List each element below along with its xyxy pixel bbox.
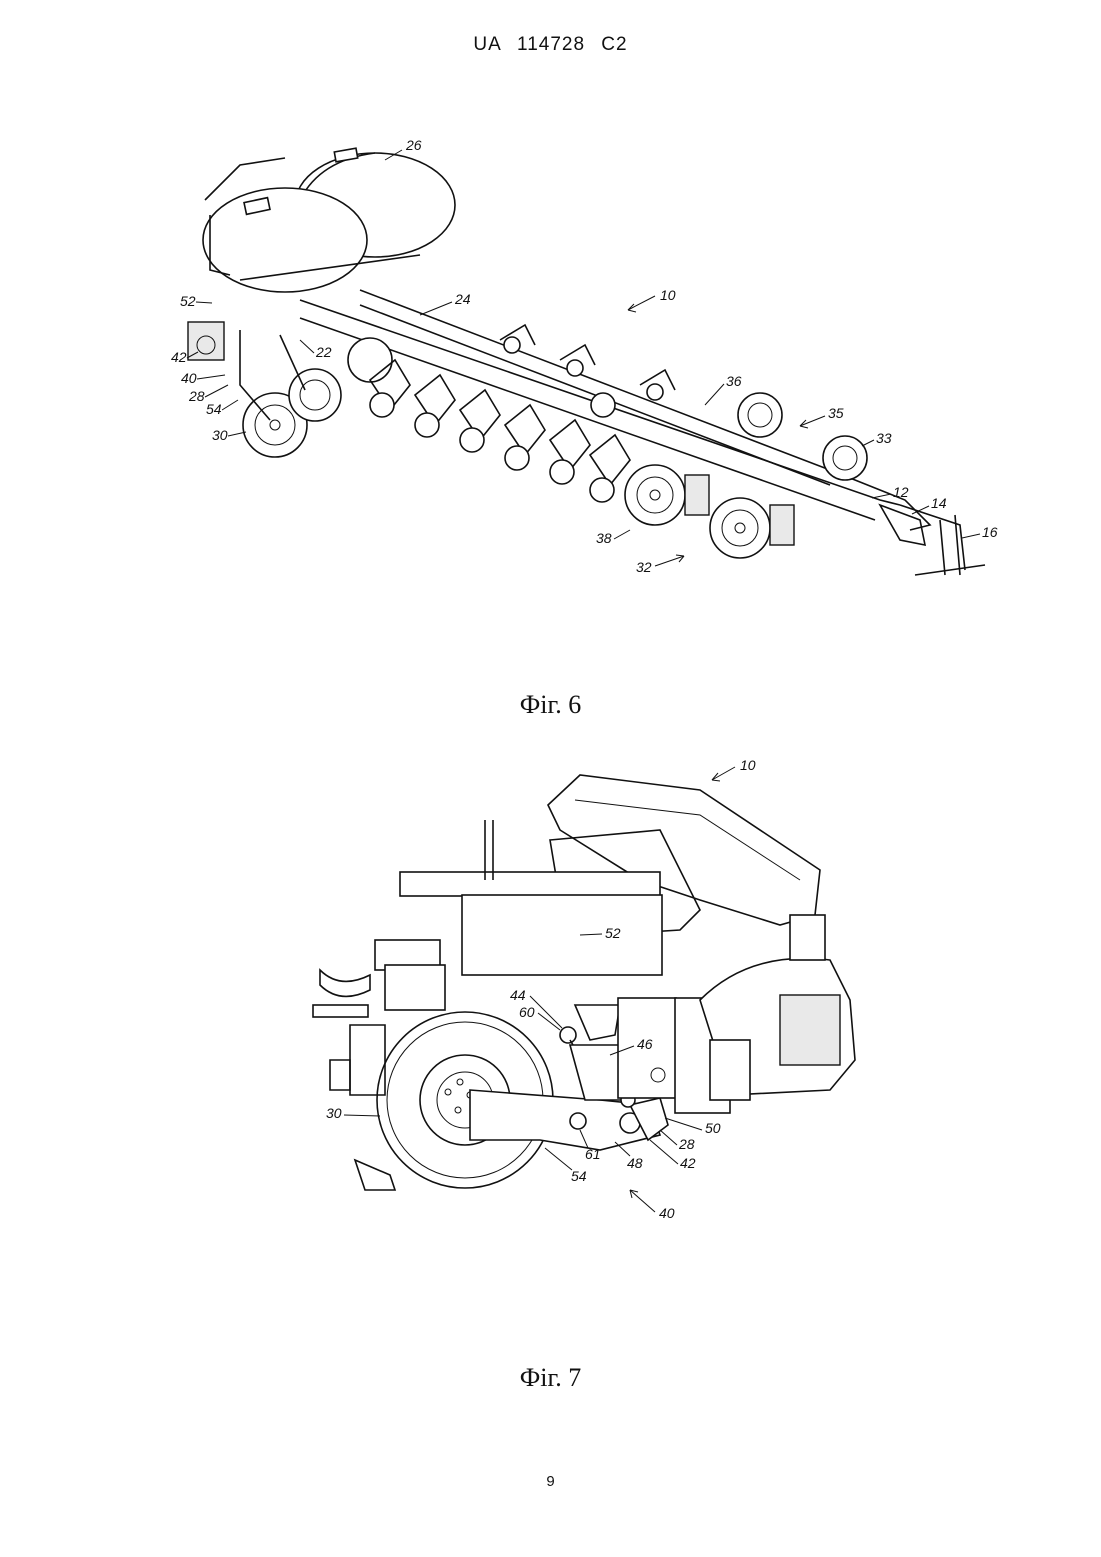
ref-40: 40 xyxy=(659,1205,675,1221)
page-number: 9 xyxy=(0,1473,1101,1490)
ref-33: 33 xyxy=(876,430,892,446)
seed-hoppers xyxy=(203,148,455,292)
figure-7-caption: Фіг. 7 xyxy=(0,1363,1101,1393)
figure-6-caption: Фіг. 6 xyxy=(0,690,1101,720)
ref-28: 28 xyxy=(188,388,205,404)
ref-38: 38 xyxy=(596,530,612,546)
ref-54: 54 xyxy=(206,401,222,417)
ref-10: 10 xyxy=(740,757,756,773)
ref-44: 44 xyxy=(510,987,526,1003)
ref-48: 48 xyxy=(627,1155,643,1171)
ref-26: 26 xyxy=(405,137,422,153)
ref-52: 52 xyxy=(605,925,621,941)
ref-40: 40 xyxy=(181,370,197,386)
ref-28: 28 xyxy=(678,1136,695,1152)
ref-32: 32 xyxy=(636,559,652,575)
ref-42: 42 xyxy=(680,1155,696,1171)
ref-35: 35 xyxy=(828,405,844,421)
figure-7-drawing: 10 52 44 60 46 30 50 28 42 61 48 54 40 xyxy=(0,740,1101,1260)
ref-60: 60 xyxy=(519,1004,535,1020)
ref-61: 61 xyxy=(585,1146,601,1162)
ref-52: 52 xyxy=(180,293,196,309)
ref-42: 42 xyxy=(171,349,187,365)
ref-50: 50 xyxy=(705,1120,721,1136)
ref-36: 36 xyxy=(726,373,742,389)
ref-10: 10 xyxy=(660,287,676,303)
ref-54: 54 xyxy=(571,1168,587,1184)
ref-22: 22 xyxy=(315,344,332,360)
ref-12: 12 xyxy=(893,484,909,500)
ref-46: 46 xyxy=(637,1036,653,1052)
ref-24: 24 xyxy=(454,291,471,307)
ref-30: 30 xyxy=(326,1105,342,1121)
ref-14: 14 xyxy=(931,495,947,511)
ref-30: 30 xyxy=(212,427,228,443)
figure-6-drawing: 26 10 24 22 52 42 40 28 54 30 36 35 33 1… xyxy=(0,0,1101,640)
ref-16: 16 xyxy=(982,524,998,540)
